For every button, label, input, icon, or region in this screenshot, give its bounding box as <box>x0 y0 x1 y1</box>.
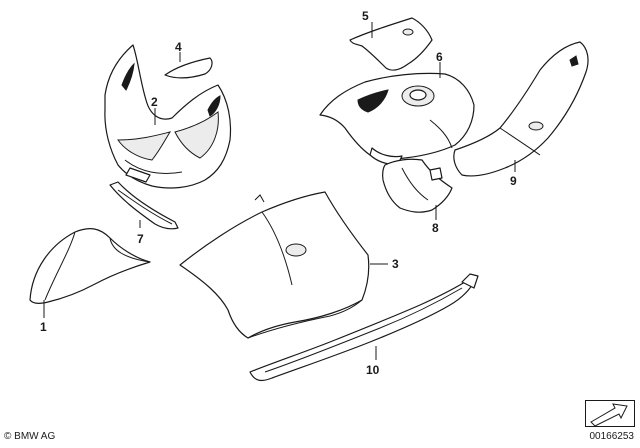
callout-8: 8 <box>432 221 439 235</box>
callout-leaders <box>43 22 516 360</box>
part-2-front-fairing <box>104 44 232 189</box>
callout-2: 2 <box>151 95 158 109</box>
part-3-side-panel <box>179 191 370 339</box>
document-number: 00166253 <box>589 431 635 442</box>
orientation-arrow-icon <box>585 400 635 427</box>
callout-5: 5 <box>362 9 369 23</box>
copyright-text: © BMW AG <box>4 431 56 442</box>
part-6-tank-center-cover <box>319 72 475 165</box>
part-1-front-fender <box>29 228 151 304</box>
part-8-lower-bracket <box>382 158 453 213</box>
callout-9: 9 <box>510 174 517 188</box>
part-10-lower-trim <box>249 273 479 382</box>
callout-4: 4 <box>175 40 182 54</box>
part-5-tank-cover <box>349 17 433 71</box>
callout-3: 3 <box>392 257 399 271</box>
callout-7: 7 <box>137 232 144 246</box>
callout-1: 1 <box>40 320 47 334</box>
callout-6: 6 <box>436 50 443 64</box>
part-7-side-strip <box>109 181 179 230</box>
callout-10: 10 <box>366 363 380 377</box>
part-4-windshield-trim <box>164 57 213 79</box>
part-9-rear-side-panel <box>453 41 589 177</box>
